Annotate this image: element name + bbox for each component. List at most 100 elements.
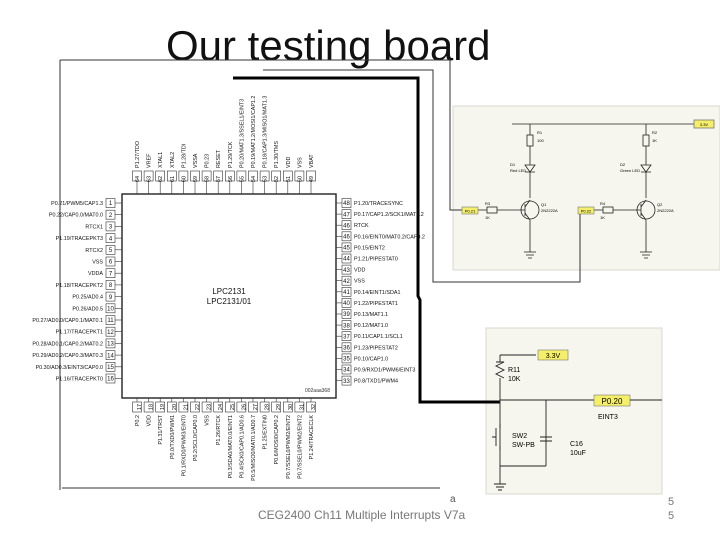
pin-number: 44 — [343, 257, 350, 263]
chip-ref: 002aaa368 — [305, 388, 330, 394]
pin-number: 54 — [251, 176, 257, 182]
pin-number: 21 — [183, 404, 189, 410]
lpc2131-chip-body — [121, 193, 337, 399]
pin-label: XTAL1 — [158, 152, 164, 168]
pin-number: 12 — [107, 330, 114, 336]
pin-label: RTCX2 — [85, 248, 103, 254]
switch-circuit-panel — [485, 327, 663, 495]
pin-label: P0.18/CAP1.3/MISO1/MAT1.3 — [263, 96, 269, 168]
pin-number: 42 — [343, 279, 350, 285]
pin-label: P0.14/EINT1/SDA1 — [354, 290, 400, 296]
pin-number: 22 — [195, 404, 201, 410]
pin-label: P0.2 — [135, 415, 141, 426]
pin-number: 31 — [299, 404, 305, 410]
pin-number: 64 — [135, 176, 141, 182]
pin-label: P1.24/TRACECLK — [309, 415, 315, 460]
switch-circuit — [492, 354, 600, 491]
r1-resistor — [526, 134, 534, 147]
pin-label: P1.27/TDO — [135, 141, 141, 168]
pin-label: P0.12/MAT1.0 — [354, 323, 388, 329]
pin-number: 35 — [343, 357, 350, 363]
pin-label: P0.15/EINT2 — [354, 245, 385, 251]
p020-tag — [593, 394, 631, 407]
led-vcc-label: 3.3V — [700, 122, 709, 127]
pin-label: VBAT — [309, 154, 315, 168]
led-circuit-panel — [452, 105, 720, 271]
r1-value: 100 — [537, 138, 544, 143]
pin-label: P0.5/MISO0/MAT0.1/AD0.7 — [251, 415, 257, 481]
pin-number: 59 — [193, 176, 199, 182]
pin-box — [341, 353, 352, 364]
pin-number: 34 — [343, 368, 350, 374]
r3-label: R3 — [485, 201, 491, 206]
sw2-value: SW-PB — [512, 442, 535, 449]
pin-box — [341, 286, 352, 297]
pin-number: 47 — [343, 212, 350, 218]
pin-box — [341, 364, 352, 375]
pin-number: 18 — [149, 404, 155, 410]
pin-box — [341, 298, 352, 308]
pin-number: 36 — [343, 346, 350, 352]
q1-leads — [500, 199, 531, 221]
sw2-pushbutton — [492, 424, 501, 450]
switch-wires — [494, 400, 547, 491]
pin-label: VREF — [147, 153, 153, 168]
pin-number: 2 — [109, 213, 113, 219]
pin-label: P0.26/AD0.5 — [72, 306, 103, 312]
pin-number: 4 — [109, 236, 113, 242]
pin-number: 6 — [109, 260, 113, 266]
c16-label: C16 — [570, 441, 583, 448]
r11-value: 10K — [508, 376, 521, 383]
slide-title: Our testing board — [166, 22, 491, 69]
pin-box — [178, 401, 189, 413]
d1-label: D1 — [510, 162, 516, 167]
pin-box — [132, 401, 142, 413]
pin-label: VSSA — [193, 153, 199, 168]
pin-label: P0.1/RXD0/PWM3/EINT0 — [181, 415, 187, 476]
pin-label: RESET — [216, 149, 222, 168]
pin-label: P0.27/AD0.0/CAP0.1/MAT0.1 — [32, 318, 103, 324]
pin-label: P1.17/TRACEPKT1 — [56, 330, 103, 336]
sw-vcc-label: 3.3V — [546, 353, 561, 360]
pin-label: P0.29/AD0.2/CAP0.3/MAT0.3 — [32, 353, 103, 359]
pin-number: 28 — [265, 404, 271, 410]
pin-box — [143, 401, 154, 413]
pin-number: 24 — [218, 404, 224, 410]
pin-label: P0.22/CAP0.0/MAT0.0 — [49, 213, 103, 219]
pin-label: P1.18/TRACEPKT2 — [56, 283, 103, 289]
pin-number: 17 — [137, 404, 143, 410]
pin-number: 10 — [107, 307, 114, 313]
pin-label: VSS — [354, 279, 365, 285]
sw2-label: SW2 — [512, 433, 527, 440]
pin-label: P0.20/MAT1.3/SSEL1/EINT3 — [239, 99, 245, 168]
pin-label: P0.10/CAP1.0 — [354, 356, 388, 362]
pin-label: RTCX1 — [85, 224, 103, 230]
pin-box — [294, 401, 305, 413]
q2-value: 2N2222A — [657, 208, 674, 213]
pin-number: 19 — [160, 404, 166, 410]
q2-label: Q2 — [657, 202, 663, 207]
pin-label: P0.7/SSEL0/PWM2/EINT2 — [286, 415, 292, 479]
wire-p021 — [60, 59, 478, 211]
r1-label: R1 — [537, 130, 543, 135]
pin-label: VDD — [286, 157, 292, 168]
r4-value: 1K — [600, 215, 605, 220]
pin-number: 45 — [343, 246, 350, 252]
pin-label: P0.21/PWM5/CAP1.3 — [51, 201, 103, 207]
pin-number: 23 — [207, 404, 213, 410]
p021-tag — [461, 206, 479, 215]
pin-number: 49 — [309, 176, 315, 182]
pin-box — [341, 220, 352, 230]
pin-label: P1.23/PIPESTAT2 — [354, 345, 398, 351]
pin-box — [167, 401, 177, 413]
c16-value: 10uF — [570, 450, 586, 457]
q2-ground — [640, 220, 652, 259]
led-circuit — [478, 119, 715, 259]
pin-number: 15 — [107, 365, 114, 371]
pin-number: 53 — [263, 176, 269, 182]
r11-wire — [499, 355, 600, 401]
pin-number: 51 — [286, 176, 292, 182]
pin-label: P1.21/PIPESTAT0 — [354, 257, 398, 263]
pin-label: P1.20/TRACESYNC — [354, 201, 403, 207]
